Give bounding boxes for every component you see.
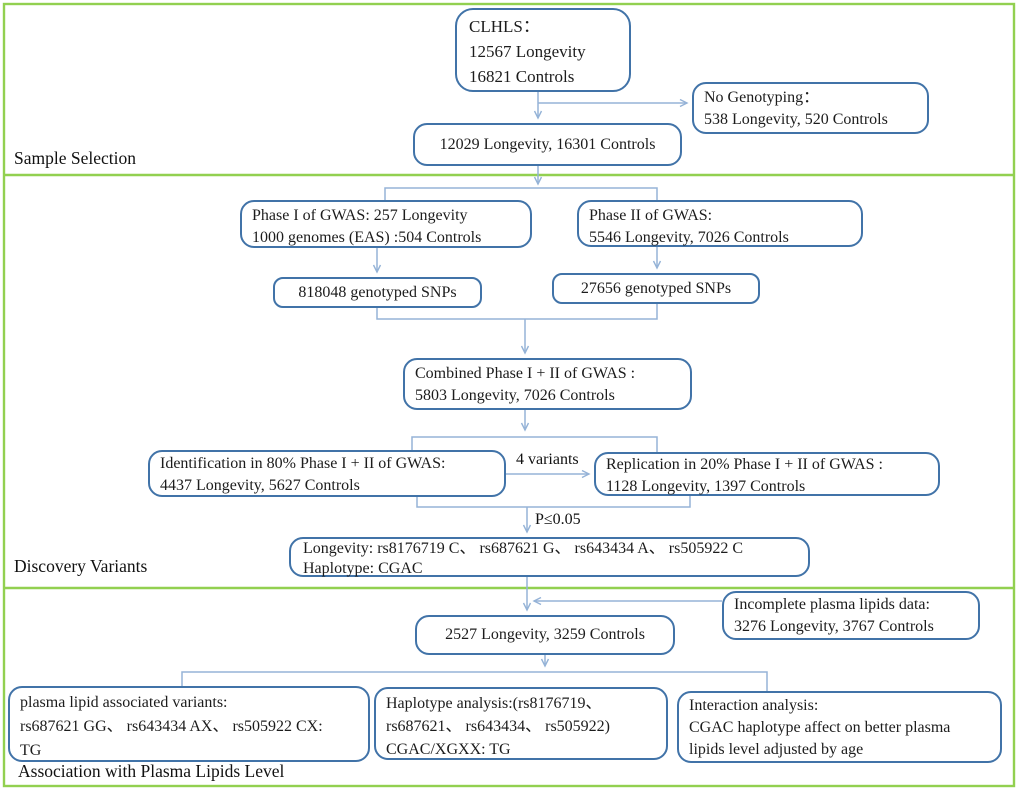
section-frame [2,2,1016,788]
node-snps-phase2: 27656 genotyped SNPs [552,273,760,304]
node-lipids-sample-line1: 2527 Longevity, 3259 Controls [445,626,645,643]
node-interaction-analysis-line3: lipids level adjusted by age [689,741,864,758]
node-replication-line1: Replication in 20% Phase I + II of GWAS … [606,456,883,473]
node-combined-line2: 5803 Longevity, 7026 Controls [415,387,615,404]
node-lipids-sample: 2527 Longevity, 3259 Controls [415,615,675,655]
node-phase2-line2: 5546 Longevity, 7026 Controls [589,229,789,246]
node-incomplete-lipids: Incomplete plasma lipids data: 3276 Long… [722,591,980,640]
node-interaction-analysis-line1: Interaction analysis: [689,697,819,714]
edge-label-4-variants: 4 variants [516,451,579,468]
node-identification: Identification in 80% Phase I + II of GW… [148,450,506,497]
node-combined: Combined Phase I + II of GWAS : 5803 Lon… [403,358,692,410]
node-snps-phase2-line1: 27656 genotyped SNPs [580,279,732,297]
node-snps-phase1-line1: 818048 genotyped SNPs [298,283,457,301]
node-identification-line1: Identification in 80% Phase I + II of GW… [160,455,446,472]
node-lipid-variants: plasma lipid associated variants: rs6876… [8,686,370,762]
node-clhls-line2: 12567 Longevity [469,42,586,61]
node-lipid-variants-line1: plasma lipid associated variants: [20,694,228,711]
node-incomplete-lipids-line1: Incomplete plasma lipids data: [734,596,930,613]
node-genotyped-sample-line1: 12029 Longevity, 16301 Controls [439,135,656,153]
node-phase1-line1: Phase I of GWAS: 257 Longevity [252,207,468,224]
node-genotyped-sample: 12029 Longevity, 16301 Controls [413,123,682,166]
section-label-discovery-variants: Discovery Variants [14,556,148,576]
node-no-genotyping-line2: 538 Longevity, 520 Controls [704,111,888,128]
node-no-genotyping: No Genotyping： 538 Longevity, 520 Contro… [692,82,929,134]
node-discovery-result: Longevity: rs8176719 C、 rs687621 G、 rs64… [289,537,810,577]
node-phase1: Phase I of GWAS: 257 Longevity 1000 geno… [240,200,532,248]
node-haplotype-analysis: Haplotype analysis:(rs8176719、 rs687621、… [374,687,668,760]
node-phase2: Phase II of GWAS: 5546 Longevity, 7026 C… [577,200,863,247]
node-replication-line2: 1128 Longevity, 1397 Controls [606,478,806,495]
node-phase2-line1: Phase II of GWAS: [589,207,713,224]
node-no-genotyping-line1: No Genotyping： [704,89,820,106]
node-combined-line1: Combined Phase I + II of GWAS : [415,365,636,382]
section-label-association: Association with Plasma Lipids Level [18,761,285,781]
node-identification-line2: 4437 Longevity, 5627 Controls [160,477,360,494]
node-phase1-line2: 1000 genomes (EAS) :504 Controls [252,229,482,246]
node-discovery-result-line2: Haplotype: CGAC [303,560,423,577]
node-haplotype-analysis-line3: CGAC/XGXX: TG [386,741,511,758]
node-interaction-analysis: Interaction analysis: CGAC haplotype aff… [677,691,1002,763]
section-label-sample-selection: Sample Selection [14,148,136,168]
node-clhls-line3: 16821 Controls [469,67,575,86]
node-interaction-analysis-line2: CGAC haplotype affect on better plasma [689,719,951,736]
node-lipid-variants-line3: TG [20,742,42,759]
node-replication: Replication in 20% Phase I + II of GWAS … [594,452,940,496]
node-clhls-line1: CLHLS： [469,17,540,36]
node-haplotype-analysis-line2: rs687621、 rs643434、 rs505922) [386,718,610,735]
node-haplotype-analysis-line1: Haplotype analysis:(rs8176719、 [386,695,602,712]
node-discovery-result-line1: Longevity: rs8176719 C、 rs687621 G、 rs64… [303,540,744,557]
node-snps-phase1: 818048 genotyped SNPs [273,277,482,308]
node-incomplete-lipids-line2: 3276 Longevity, 3767 Controls [734,618,934,635]
connectors [181,92,768,691]
node-lipid-variants-line2: rs687621 GG、 rs643434 AX、 rs505922 CX: [20,718,323,735]
node-clhls: CLHLS： 12567 Longevity 16821 Controls [455,8,631,92]
edge-label-pvalue: P≤0.05 [535,511,581,528]
